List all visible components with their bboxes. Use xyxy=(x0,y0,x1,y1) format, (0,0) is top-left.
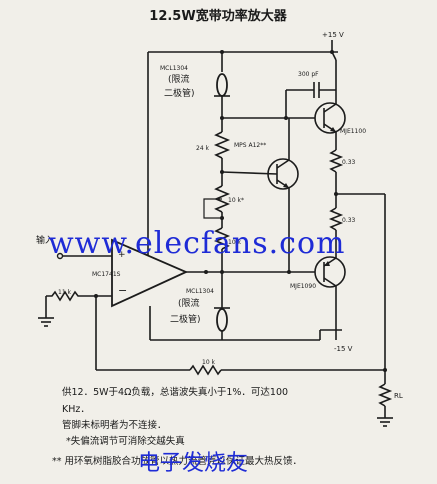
pot-wiper xyxy=(203,198,222,219)
diode-top-part-label: MCL1304 xyxy=(160,65,188,72)
current-limit-diode-top xyxy=(214,73,230,97)
note-line5: ** 用环氧树脂胶合功放管以热力流管壳以保证最大热反馈． xyxy=(52,455,302,467)
resistor-24k xyxy=(213,131,231,159)
resistor-033-bottom xyxy=(328,207,344,231)
q-top-label: MJE1100 xyxy=(340,128,366,135)
r10k-fb-label: 10 k xyxy=(202,359,216,366)
current-limit-diode-bottom xyxy=(214,307,230,332)
transistor-mje1090 xyxy=(314,256,346,288)
watermark-cn: 电子发烧友 xyxy=(138,451,248,476)
opamp-mc1741s: + − xyxy=(111,238,189,308)
rl-label: RL xyxy=(394,392,403,400)
note-line4: *失偏流调节可消除交越失真 xyxy=(66,435,185,447)
diode-bot-part-label: MCL1304 xyxy=(186,288,214,295)
svg-text:−: − xyxy=(118,284,127,297)
mps-label: MPS A12** xyxy=(234,142,266,149)
svg-text:+: + xyxy=(118,250,126,260)
r033a-label: 0.33 xyxy=(342,159,356,166)
r033b-label: 0.33 xyxy=(342,217,356,224)
diode-bot-desc2: 二极管) xyxy=(170,313,201,325)
mps-base-wire xyxy=(221,171,278,175)
resistor-033-top xyxy=(328,149,344,173)
input-label: 输入 xyxy=(36,234,54,246)
vminus-label: -15 V xyxy=(334,345,353,353)
resistor-11k xyxy=(46,290,112,302)
junction-dot xyxy=(204,270,208,274)
r10k-label: 10 k* xyxy=(228,197,244,204)
watermark-site: www.elecfans.com xyxy=(48,226,345,261)
vplus-label: +15 V xyxy=(322,31,344,39)
note-line2: KHz． xyxy=(62,404,90,415)
diagram-title: 12.5W宽带功率放大器 xyxy=(149,8,287,24)
ground-symbol xyxy=(38,317,54,327)
cap-label: 300 pF xyxy=(298,71,319,78)
r10k-pot-label: 10 k xyxy=(228,239,242,246)
load-resistor xyxy=(377,383,393,407)
note-line3: 管脚未标明者为不连接． xyxy=(62,419,167,431)
diode-bot-desc1: (限流 xyxy=(178,297,200,309)
capacitor-300pf xyxy=(313,82,320,98)
resistor-10k-feedback xyxy=(189,364,222,376)
diode-top-desc1: (限流 xyxy=(168,73,190,85)
note-line1: 供12．5W于4Ω负载，总谐波失真小于1%．可达100 xyxy=(62,386,288,398)
diode-top-desc2: 二极管) xyxy=(164,87,195,99)
opamp-label: MC1741S xyxy=(92,271,121,278)
junction-dot xyxy=(287,270,291,274)
transistor-mje1100 xyxy=(314,102,346,134)
ground-symbol-load xyxy=(377,417,393,427)
q-top-collector-wire2 xyxy=(331,51,337,61)
r24k-label: 24 k xyxy=(196,145,210,152)
q-bot-label: MJE1090 xyxy=(290,283,316,290)
resistor-10k-lower xyxy=(213,227,231,250)
